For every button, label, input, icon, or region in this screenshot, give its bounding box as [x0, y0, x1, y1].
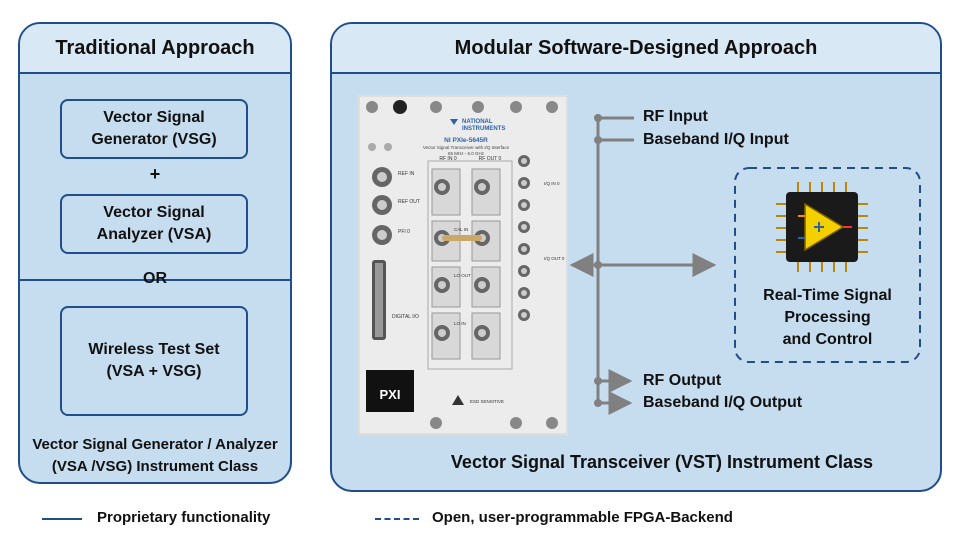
- fpga-chip-icon: [776, 182, 868, 272]
- screw-icon: [546, 101, 558, 113]
- wireless-test-set-box: Wireless Test Set (VSA + VSG): [60, 306, 248, 416]
- rf-output-label: RF Output: [643, 372, 722, 389]
- brand-line2: INSTRUMENTS: [462, 126, 505, 132]
- screw-icon: [472, 101, 484, 113]
- model-label: NI PXIe-5645R: [444, 137, 488, 144]
- rf-connectors: CAL IN LO OUT LO IN: [431, 168, 501, 360]
- cal-loopback-cable: [442, 235, 482, 241]
- svg-text:CAL IN: CAL IN: [454, 227, 468, 232]
- plus-sign: +: [149, 164, 161, 184]
- left-connectors: REF IN REF OUT PFI 0: [372, 167, 420, 245]
- screw-icon: [510, 101, 522, 113]
- rf-input-label: RF Input: [643, 108, 708, 125]
- vst-caption: Vector Signal Transceiver (VST) Instrume…: [450, 452, 874, 472]
- screw-icon: [546, 417, 558, 429]
- svg-text:ESD SENSITIVE: ESD SENSITIVE: [470, 399, 504, 404]
- svg-text:PFI 0: PFI 0: [398, 229, 410, 235]
- pxi-badge: PXI: [380, 387, 401, 402]
- knob-icon: [393, 100, 407, 114]
- legend-dashed-line: [375, 518, 419, 520]
- screw-icon: [430, 101, 442, 113]
- svg-text:I/Q OUT 0: I/Q OUT 0: [544, 256, 565, 261]
- screw-icon: [366, 101, 378, 113]
- svg-text:REF IN: REF IN: [398, 171, 415, 177]
- svg-text:RF IN 0: RF IN 0: [439, 156, 456, 162]
- baseband-output-label: Baseband I/Q Output: [643, 394, 803, 411]
- or-divider: [20, 279, 290, 281]
- esd-warning-icon: [452, 395, 464, 405]
- iq-connectors: I/Q IN 0 I/Q OUT 0: [518, 155, 565, 321]
- svg-text:RF OUT 0: RF OUT 0: [479, 156, 502, 162]
- device-subtitle: Vector Signal Transceiver with I/Q Inter…: [423, 145, 510, 150]
- screw-icon: [430, 417, 442, 429]
- svg-text:LO IN: LO IN: [454, 321, 466, 326]
- traditional-approach-panel: Traditional Approach Vector Signal Gener…: [18, 22, 292, 484]
- brand-line1: NATIONAL: [462, 119, 493, 125]
- pxi-module-image: NATIONAL INSTRUMENTS NI PXIe-5645R Vecto…: [358, 95, 568, 435]
- svg-text:DIGITAL I/O: DIGITAL I/O: [392, 314, 419, 320]
- modular-approach-title: Modular Software-Designed Approach: [332, 24, 940, 74]
- baseband-input-label: Baseband I/Q Input: [643, 131, 789, 148]
- legend-dashed-label: Open, user-programmable FPGA-Backend: [432, 509, 733, 526]
- legend-solid-line: [42, 518, 82, 520]
- vsg-box: Vector Signal Generator (VSG): [60, 99, 248, 159]
- svg-text:LO OUT: LO OUT: [454, 273, 471, 278]
- screw-icon: [510, 417, 522, 429]
- legend-solid-label: Proprietary functionality: [97, 509, 271, 526]
- left-caption: Vector Signal Generator / Analyzer (VSA …: [32, 436, 278, 475]
- or-label: OR: [143, 270, 167, 287]
- svg-text:REF OUT: REF OUT: [398, 199, 420, 205]
- fpga-caption: Real-Time Signal Processing and Control: [763, 287, 892, 348]
- traditional-approach-title: Traditional Approach: [20, 24, 290, 74]
- device-freq: 65 MHz - 6.0 GHz: [448, 151, 485, 156]
- ni-logo-icon: [450, 119, 458, 125]
- vsa-box: Vector Signal Analyzer (VSA): [60, 194, 248, 254]
- svg-text:I/Q IN 0: I/Q IN 0: [544, 181, 560, 186]
